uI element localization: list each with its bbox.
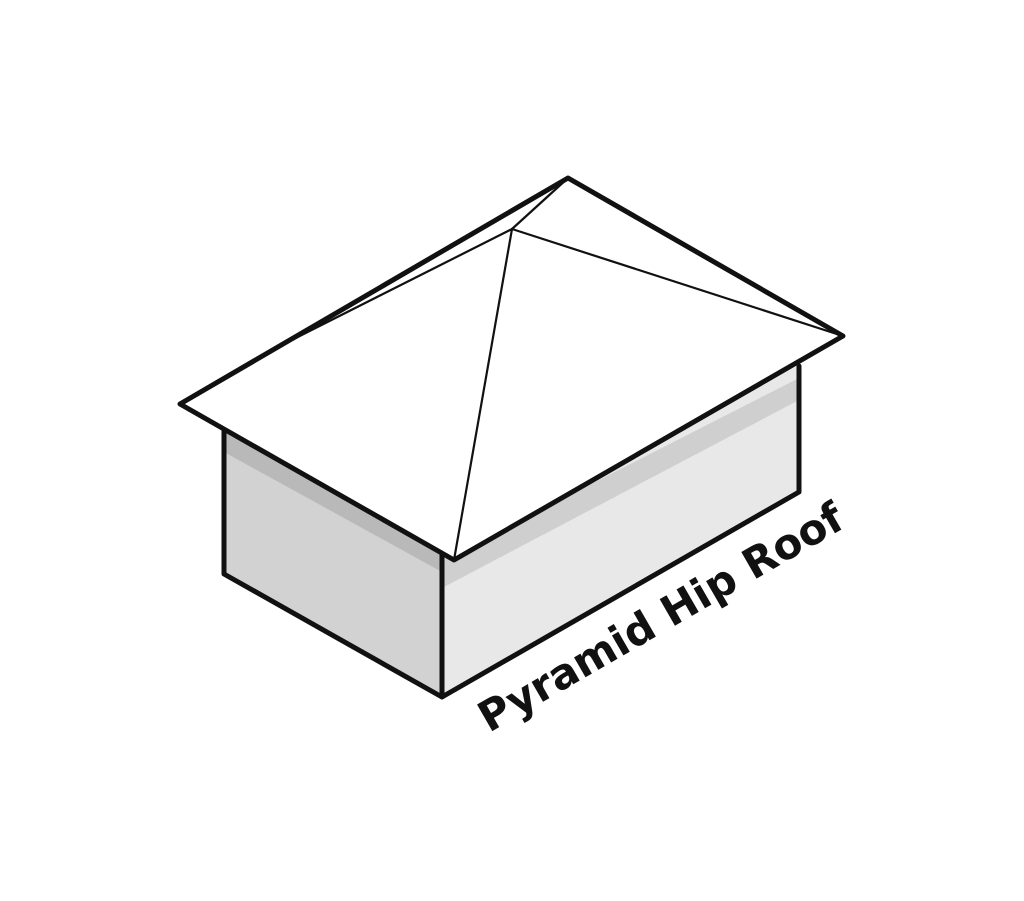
left-wall-eave-shadow bbox=[224, 430, 442, 572]
hip-line-front bbox=[452, 227, 514, 562]
hip-line-back bbox=[510, 176, 570, 231]
hip-line-right bbox=[510, 227, 845, 338]
right-wall-eave-shadow bbox=[442, 378, 799, 588]
roof bbox=[177, 175, 846, 563]
left-wall bbox=[224, 430, 442, 697]
roof-outline bbox=[177, 175, 846, 563]
house-walls bbox=[221, 363, 802, 700]
right-wall bbox=[442, 365, 799, 697]
roof-surface bbox=[180, 178, 843, 560]
